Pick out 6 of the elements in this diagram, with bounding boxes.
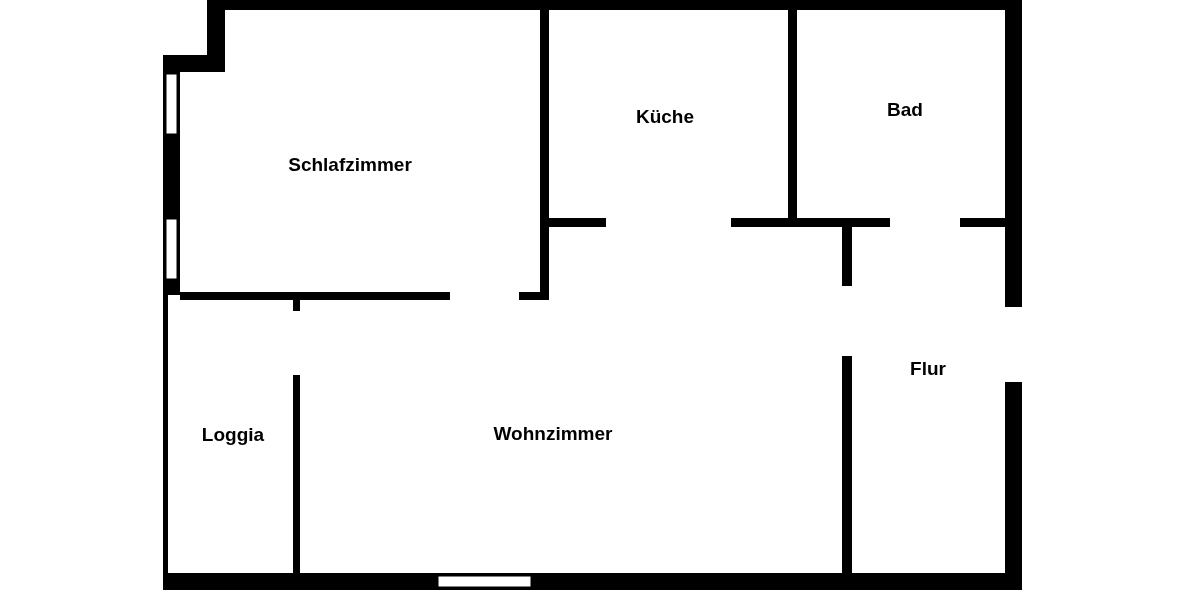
room-label: Loggia [201, 424, 265, 446]
room-label: Flur [910, 358, 946, 380]
room-label: Schlafzimmer [288, 154, 412, 176]
room-label: Küche [635, 106, 695, 128]
room-label: Wohnzimmer [493, 423, 613, 445]
room-label: Bad [887, 99, 923, 121]
